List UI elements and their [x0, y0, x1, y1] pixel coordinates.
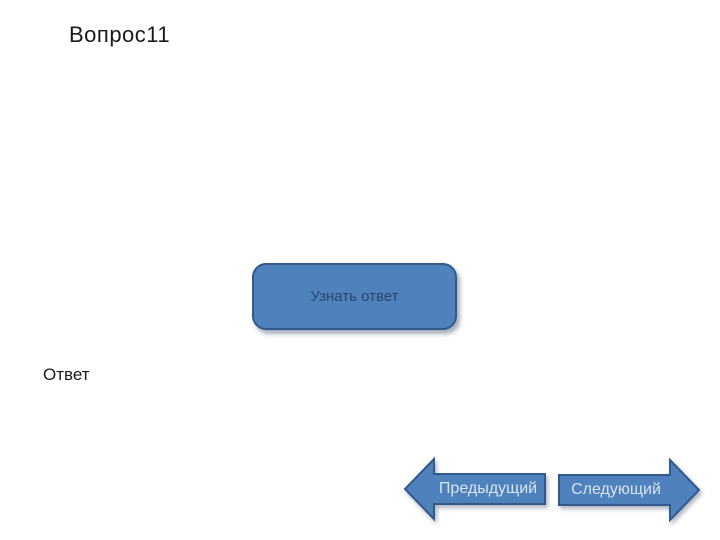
answer-label: Ответ — [43, 365, 90, 384]
left-arrow-icon — [403, 456, 546, 522]
next-button[interactable]: Следующий — [558, 457, 701, 523]
reveal-answer-button[interactable]: Узнать ответ — [252, 263, 457, 330]
right-arrow-icon — [558, 457, 701, 523]
previous-button[interactable]: Предыдущий — [403, 456, 546, 522]
question-title: Вопрос11 — [69, 22, 171, 47]
